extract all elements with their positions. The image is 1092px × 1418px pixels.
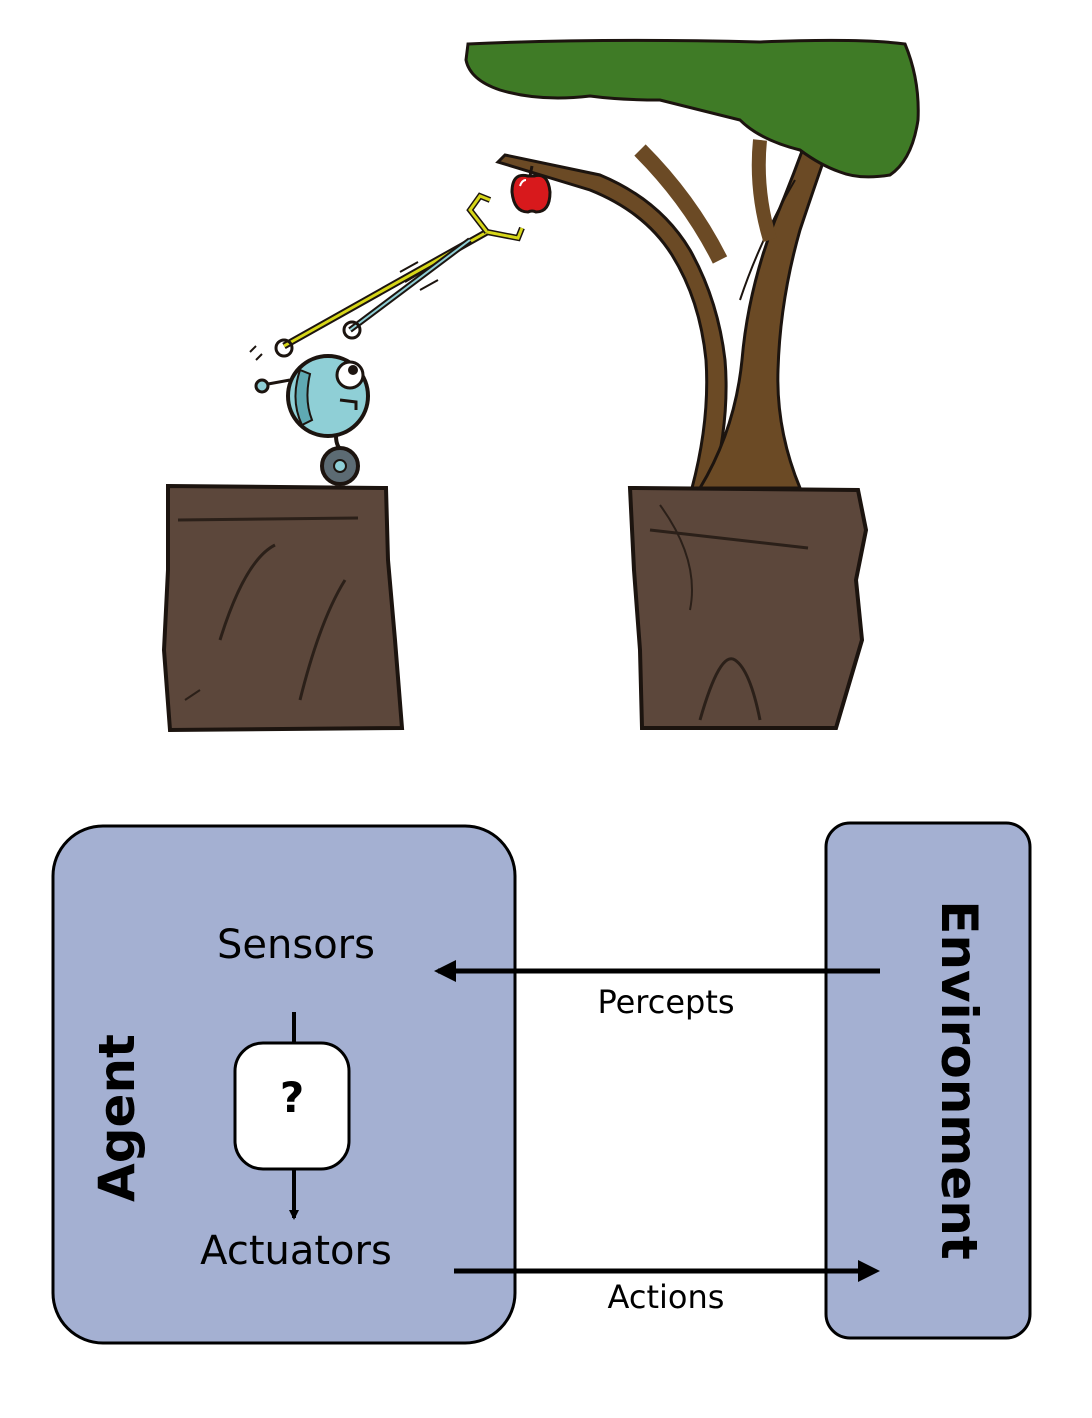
actuators-label: Actuators: [200, 1228, 392, 1274]
robot-icon: [249, 192, 525, 486]
tree-icon: [464, 38, 920, 490]
environment-label: Environment: [930, 900, 988, 1260]
sensors-label: Sensors: [217, 922, 375, 968]
agent-label: Agent: [88, 1034, 146, 1202]
actions-label: Actions: [608, 1278, 725, 1316]
apple-icon: [510, 165, 552, 214]
right-cliff-icon: [627, 485, 869, 730]
percepts-arrowhead: [434, 960, 456, 982]
actions-arrowhead: [858, 1260, 880, 1282]
unknown-box-label: ?: [280, 1073, 304, 1122]
robot-apple-illustration: [161, 38, 920, 733]
left-cliff-icon: [161, 483, 405, 733]
percepts-label: Percepts: [597, 983, 734, 1021]
environment-box: [824, 821, 1032, 1340]
